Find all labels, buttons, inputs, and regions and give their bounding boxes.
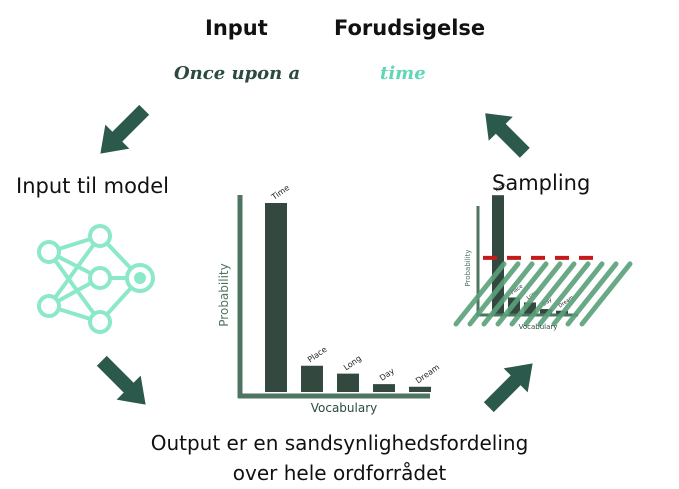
input-heading: Input (205, 16, 268, 40)
tick-label-long: Long (342, 354, 363, 372)
hatch-stroke (565, 261, 619, 327)
tick-label-time: Time (269, 183, 291, 202)
hatch-stroke (579, 261, 633, 327)
rejected-region-hatching (453, 261, 633, 327)
hatch-stroke (523, 261, 577, 327)
bar-time (265, 203, 287, 392)
bar-long (337, 373, 359, 392)
prediction-heading: Forudsigelse (334, 16, 486, 40)
hatch-stroke (495, 261, 549, 327)
hatch-stroke (551, 261, 605, 327)
arrow-down-left-icon (100, 104, 150, 154)
bar-dream (409, 386, 431, 392)
x-axis-label: Vocabulary (311, 401, 378, 415)
neural-network-icon (37, 224, 155, 334)
tick-label-dream: Dream (414, 362, 441, 385)
hatch-stroke (481, 261, 535, 327)
sampling-label: Sampling (492, 171, 591, 195)
arrow-up-left-icon (485, 113, 530, 158)
arrow-up-right-icon (483, 363, 533, 413)
y-axis-label: Probability (217, 263, 231, 326)
hatch-stroke (509, 261, 563, 327)
caption-line-2: over hele ordforrådet (232, 461, 447, 485)
model-input-label: Input til model (16, 174, 170, 198)
bar-place (301, 365, 323, 392)
arrow-down-right-icon (96, 355, 146, 405)
sample-y-axis-label: Probability (464, 249, 472, 286)
caption-line-1: Output er en sandsynlighedsfordeling (150, 431, 529, 455)
hatch-stroke (467, 261, 521, 327)
bar-long (524, 302, 536, 314)
tick-label-day: Day (378, 366, 396, 383)
caption: Output er en sandsynlighedsfordeling ove… (0, 428, 679, 488)
hatch-stroke (537, 261, 591, 327)
bar-day (540, 309, 552, 314)
tick-label-day: Day (542, 297, 554, 308)
bar-day (373, 384, 395, 392)
tick-label-place: Place (306, 345, 329, 365)
predicted-text: time (380, 63, 426, 84)
hatch-stroke (453, 261, 507, 327)
sample-x-axis-label: Vocabulary (519, 323, 558, 331)
input-text: Once upon a (174, 63, 301, 84)
